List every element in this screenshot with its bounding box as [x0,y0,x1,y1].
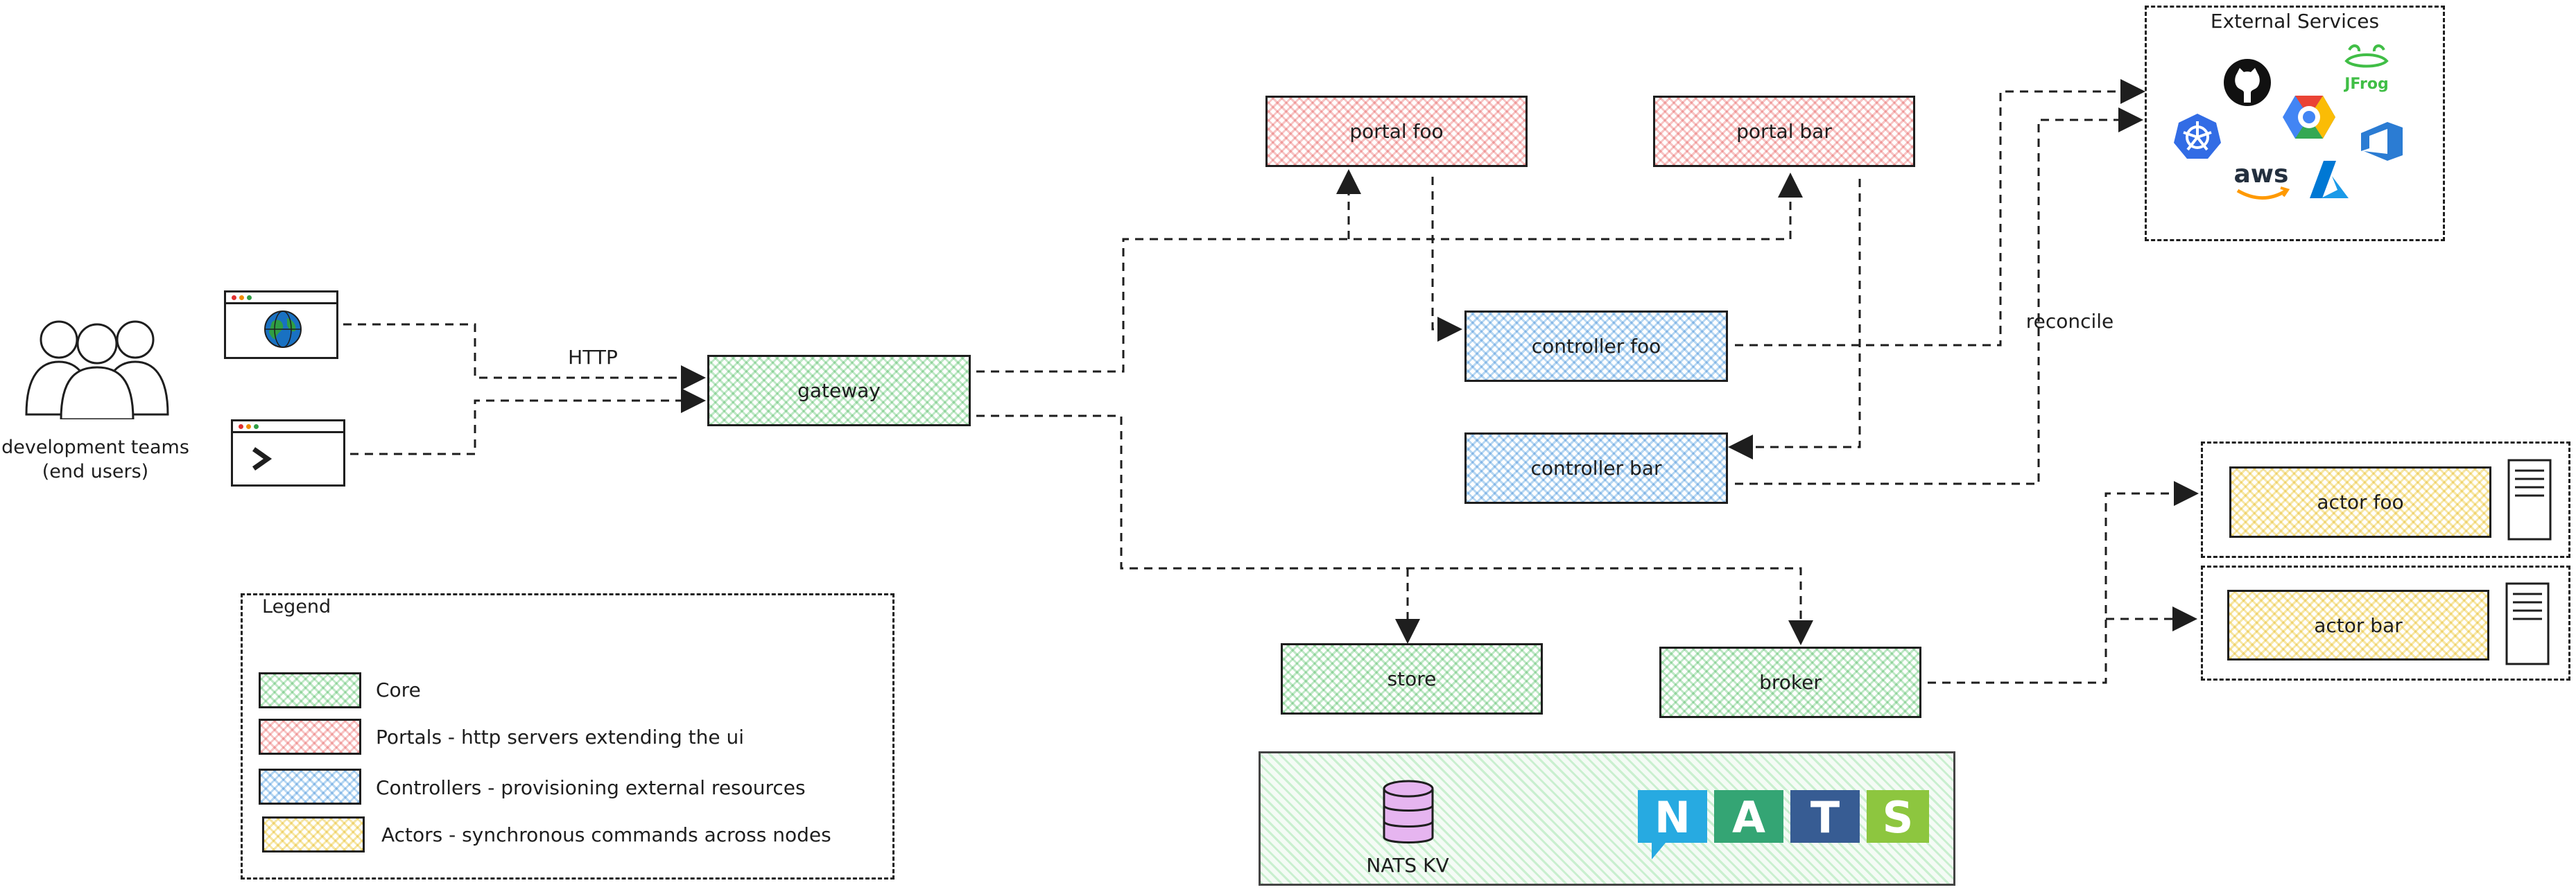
globe-icon [264,311,302,348]
external-services-title: External Services [2210,10,2380,33]
azure-icon [2310,161,2349,198]
legend-item-core: Core [376,679,421,701]
actor-foo-node: actor foo [2229,466,2491,538]
nats-letter-n: N [1654,792,1691,843]
reconcile-label: reconcile [2025,310,2114,333]
edge-gateway-portals [976,173,1803,373]
legend-swatch-core [259,672,361,708]
actor-foo-host-box [2201,441,2570,558]
kubernetes-icon [2174,114,2221,159]
users-label: development teams (end users) [0,435,191,484]
edge-browser-gateway [343,323,706,390]
http-label: HTTP [568,346,618,369]
browser-window-icon [224,290,338,359]
actor-bar-node: actor bar [2227,590,2489,661]
azure-devops-icon [2361,122,2403,161]
legend-swatch-actors [262,816,365,852]
nats-logo-icon: N A T S [1638,790,1929,859]
portal-bar-node: portal bar [1653,96,1915,167]
users-label-line2: (end users) [42,461,149,482]
legend-box [241,593,894,880]
store-node: store [1281,643,1543,715]
users-label-line1: development teams [1,437,189,458]
google-cloud-icon [2283,96,2335,139]
server-icon [2505,582,2550,665]
edge-terminal-gateway [350,388,706,455]
edge-portalbar-controllerbar [1728,179,1861,460]
github-icon [2224,59,2271,106]
terminal-window-icon [231,419,345,487]
legend-swatch-portals [259,719,361,755]
edge-broker-actors [1928,481,2199,684]
jfrog-text: JFrog [2343,76,2389,93]
broker-node: broker [1659,647,1921,718]
legend-item-actors: Actors - synchronous commands across nod… [381,823,831,846]
aws-icon: aws [2234,160,2290,200]
controller-foo-node: controller foo [1464,311,1728,382]
edge-controllerbar-external [1735,107,2143,485]
external-services-box [2145,6,2445,241]
jfrog-icon: JFrog [2343,44,2389,93]
edge-gateway-store-broker [976,414,1813,645]
legend-item-controllers: Controllers - provisioning external reso… [376,776,806,799]
users-icon [25,320,169,419]
nats-letter-t: T [1810,792,1840,843]
actor-bar-host-box [2201,566,2570,681]
legend-item-portals: Portals - http servers extending the ui [376,726,745,749]
controller-bar-node: controller bar [1464,432,1728,504]
nats-letter-a: A [1732,792,1765,843]
edge-controllerfoo-external [1735,79,2145,347]
portal-foo-node: portal foo [1265,96,1528,167]
gateway-node: gateway [707,355,971,426]
aws-text: aws [2234,160,2289,189]
database-icon [1383,780,1434,843]
nats-letter-s: S [1883,792,1914,843]
nats-kv-label: NATS KV [1366,854,1449,877]
server-icon [2507,459,2552,541]
legend-title: Legend [262,596,331,618]
edge-portalfoo-controllerfoo [1431,177,1462,342]
legend-swatch-controllers [259,769,361,805]
prompt-chevron-icon [252,447,273,471]
